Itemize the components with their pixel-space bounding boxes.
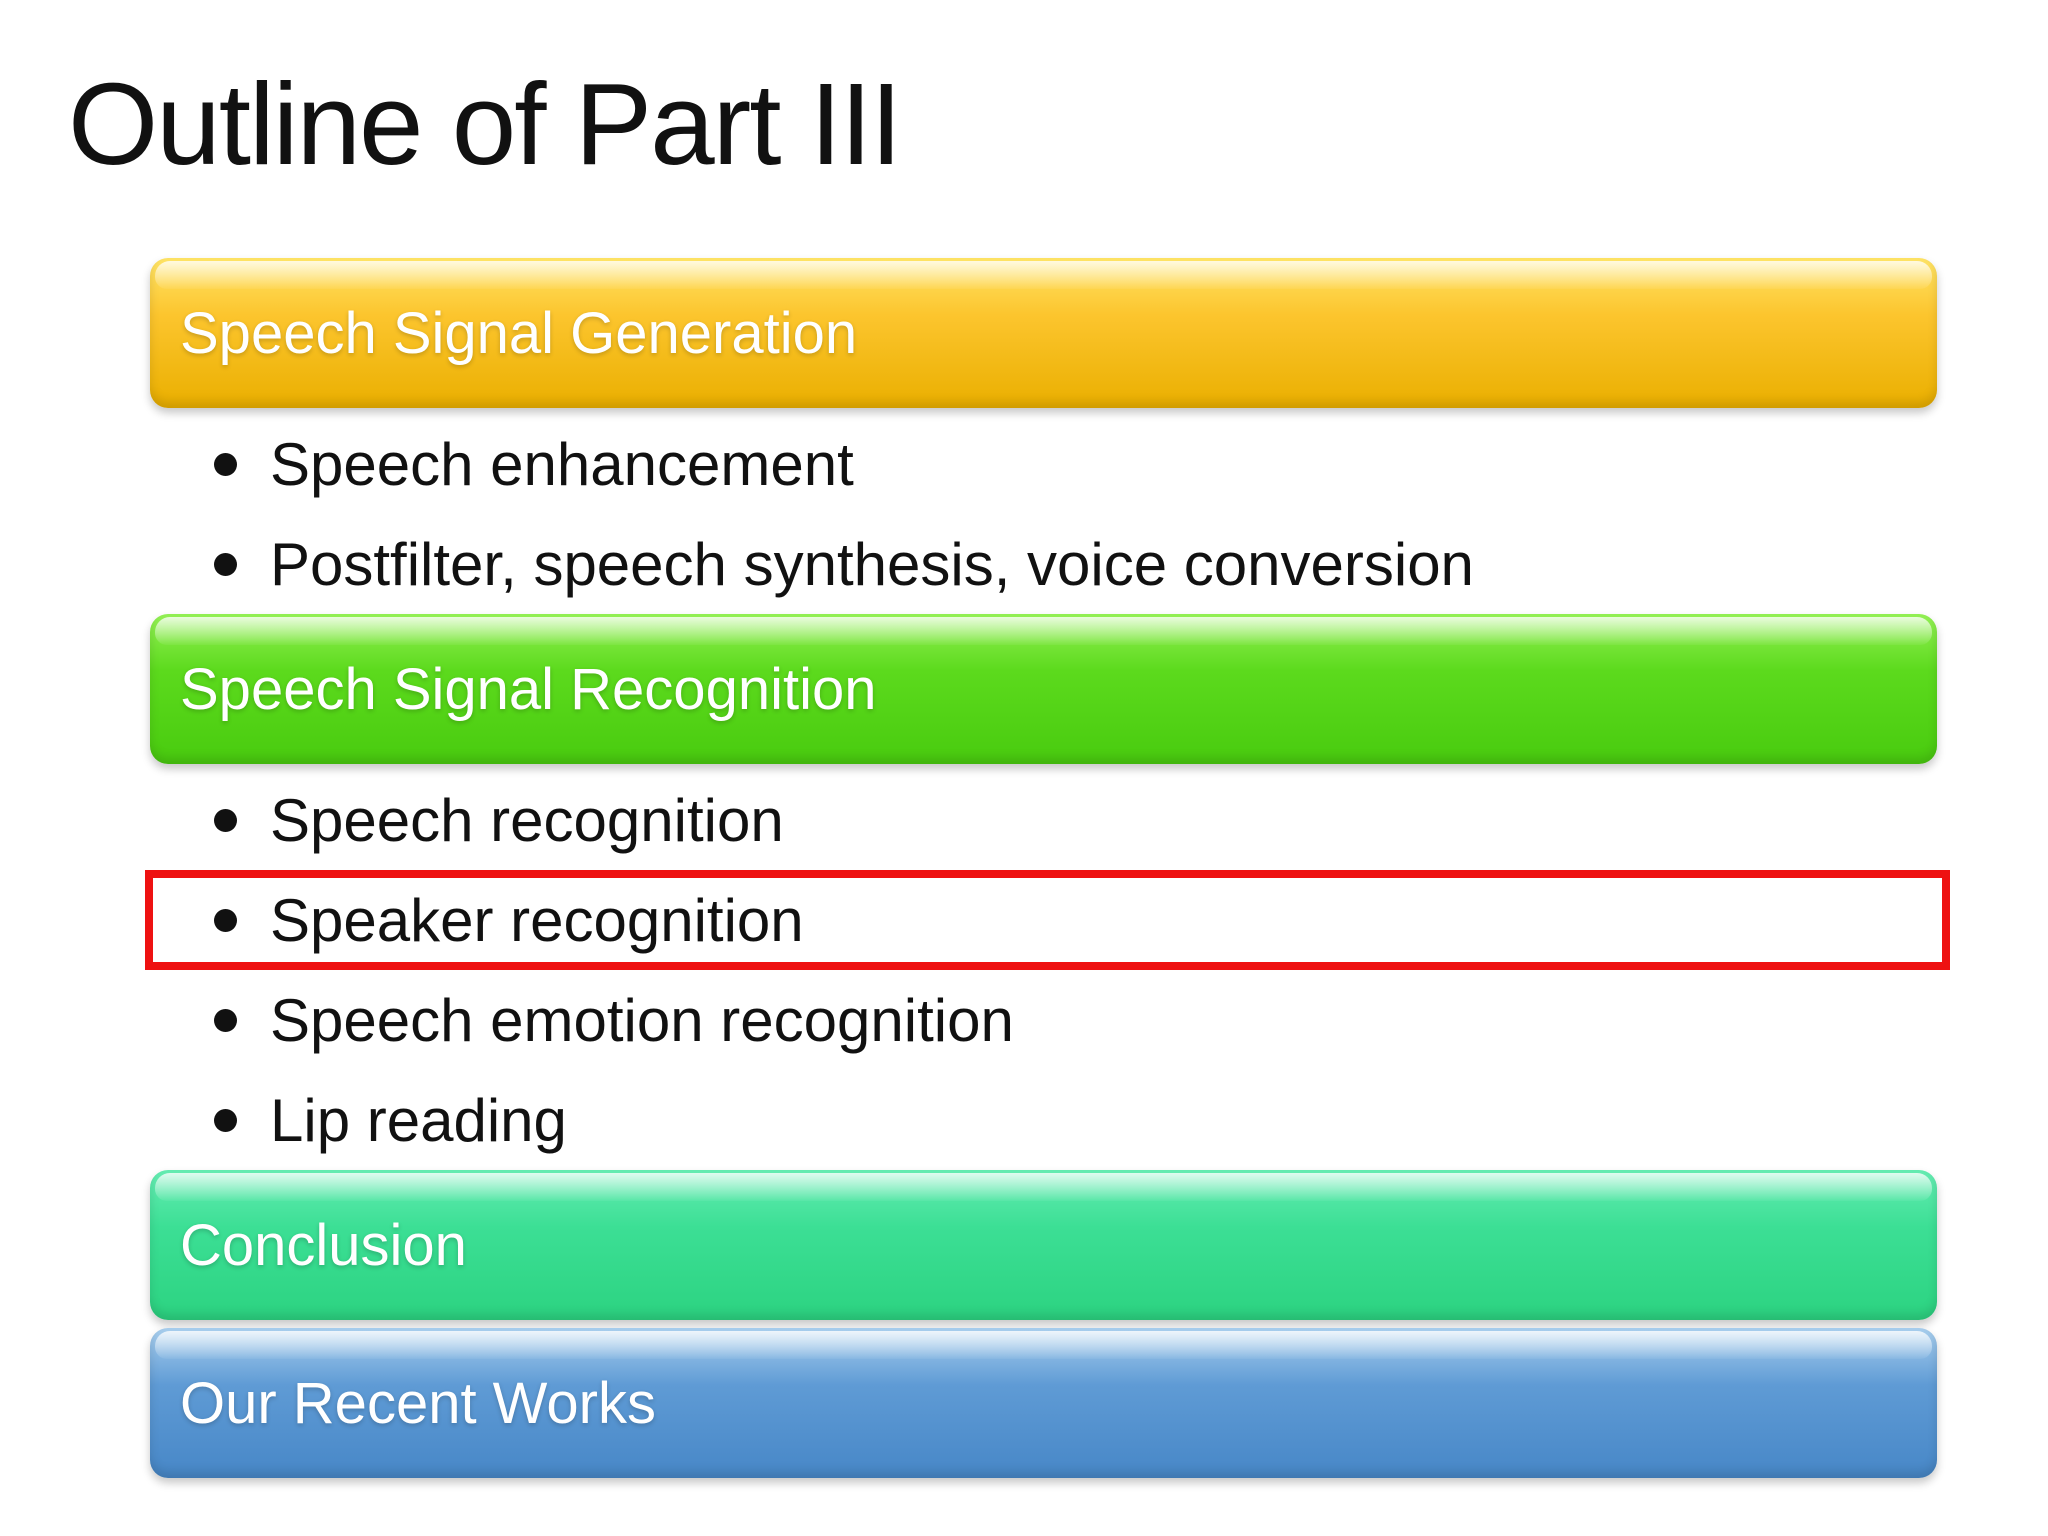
- bullet-label: Speaker recognition: [270, 886, 804, 954]
- bullet-item: Speech recognition: [150, 770, 1937, 870]
- bullet-dot-icon: [214, 552, 237, 576]
- bullet-item: Speech emotion recognition: [150, 970, 1937, 1070]
- slide-title: Outline of Part III: [68, 59, 902, 189]
- section-bar-conclusion: Conclusion: [150, 1170, 1937, 1320]
- section-bar-label: Our Recent Works: [180, 1370, 656, 1436]
- bullet-label: Speech enhancement: [270, 430, 854, 498]
- section-bar-label: Speech Signal Generation: [180, 300, 858, 366]
- section-bar-speech-signal-generation: Speech Signal Generation: [150, 258, 1937, 408]
- bullet-label: Speech recognition: [270, 786, 784, 854]
- bullet-item-highlighted: Speaker recognition: [145, 870, 1950, 970]
- bullet-item: Speech enhancement: [150, 414, 1937, 514]
- section-bar-our-recent-works: Our Recent Works: [150, 1328, 1937, 1478]
- bullet-dot-icon: [214, 1108, 237, 1132]
- bullet-dot-icon: [214, 1008, 237, 1032]
- bullet-label: Lip reading: [270, 1086, 567, 1154]
- bullet-item: Lip reading: [150, 1070, 1937, 1170]
- bullet-item: Postfilter, speech synthesis, voice conv…: [150, 514, 1937, 614]
- bullet-dot-icon: [214, 908, 237, 932]
- section-bar-label: Speech Signal Recognition: [180, 656, 877, 722]
- section-bar-label: Conclusion: [180, 1212, 467, 1278]
- bullet-label: Postfilter, speech synthesis, voice conv…: [270, 530, 1474, 598]
- bullet-label: Speech emotion recognition: [270, 986, 1014, 1054]
- bullet-dot-icon: [214, 808, 237, 832]
- section-bar-speech-signal-recognition: Speech Signal Recognition: [150, 614, 1937, 764]
- bullet-dot-icon: [214, 452, 237, 476]
